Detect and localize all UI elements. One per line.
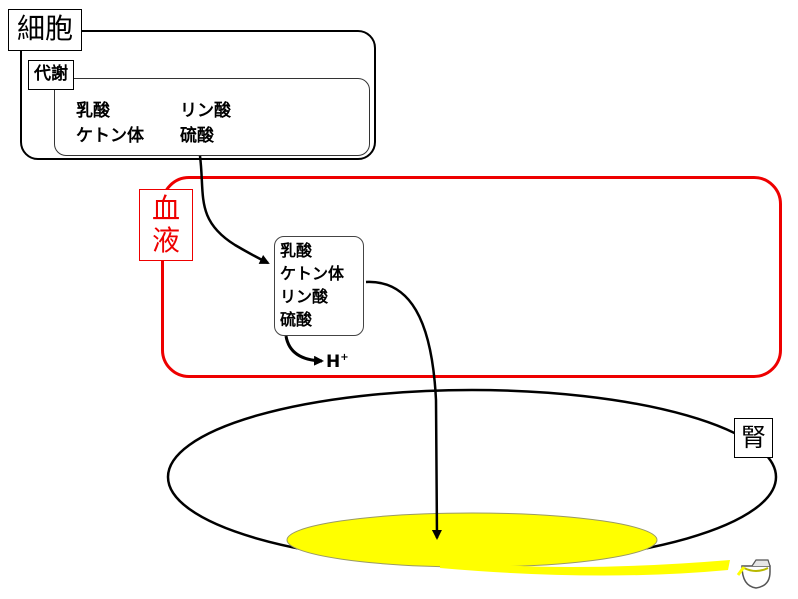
urine-pool bbox=[286, 512, 658, 568]
metabolism-box bbox=[54, 78, 370, 156]
urinal-icon bbox=[736, 559, 771, 589]
blood-item-lactic-acid: 乳酸 bbox=[280, 241, 313, 260]
blood-box bbox=[161, 176, 782, 378]
arrow-cell-to-blood bbox=[198, 155, 270, 265]
cell-item-sulfuric-acid: 硫酸 bbox=[180, 126, 214, 146]
blood-item-sulfuric-acid: 硫酸 bbox=[280, 310, 313, 329]
blood-substance-list: 乳酸 ケトン体 リン酸 硫酸 bbox=[274, 236, 364, 336]
cell-item-phosphoric-acid: リン酸 bbox=[180, 101, 231, 121]
urine-stream bbox=[440, 560, 730, 576]
arrow-blood-to-kidney bbox=[365, 280, 442, 540]
kidney-label: 腎 bbox=[734, 418, 774, 458]
arrow-blood-to-hplus bbox=[284, 335, 324, 366]
hydrogen-ion-symbol: H bbox=[326, 352, 341, 372]
cell-label: 細胞 bbox=[8, 9, 83, 51]
hydrogen-ion-charge: + bbox=[340, 352, 349, 363]
blood-label: 血液 bbox=[139, 189, 193, 261]
cell-item-lactic-acid: 乳酸 bbox=[76, 101, 110, 121]
cell-box bbox=[20, 30, 376, 160]
blood-item-phosphoric-acid: リン酸 bbox=[280, 287, 329, 306]
blood-item-ketone-bodies: ケトン体 bbox=[280, 264, 345, 283]
hydrogen-ion: H+ bbox=[326, 352, 349, 372]
cell-item-ketone-bodies: ケトン体 bbox=[76, 126, 144, 146]
metabolism-label: 代謝 bbox=[28, 60, 74, 90]
